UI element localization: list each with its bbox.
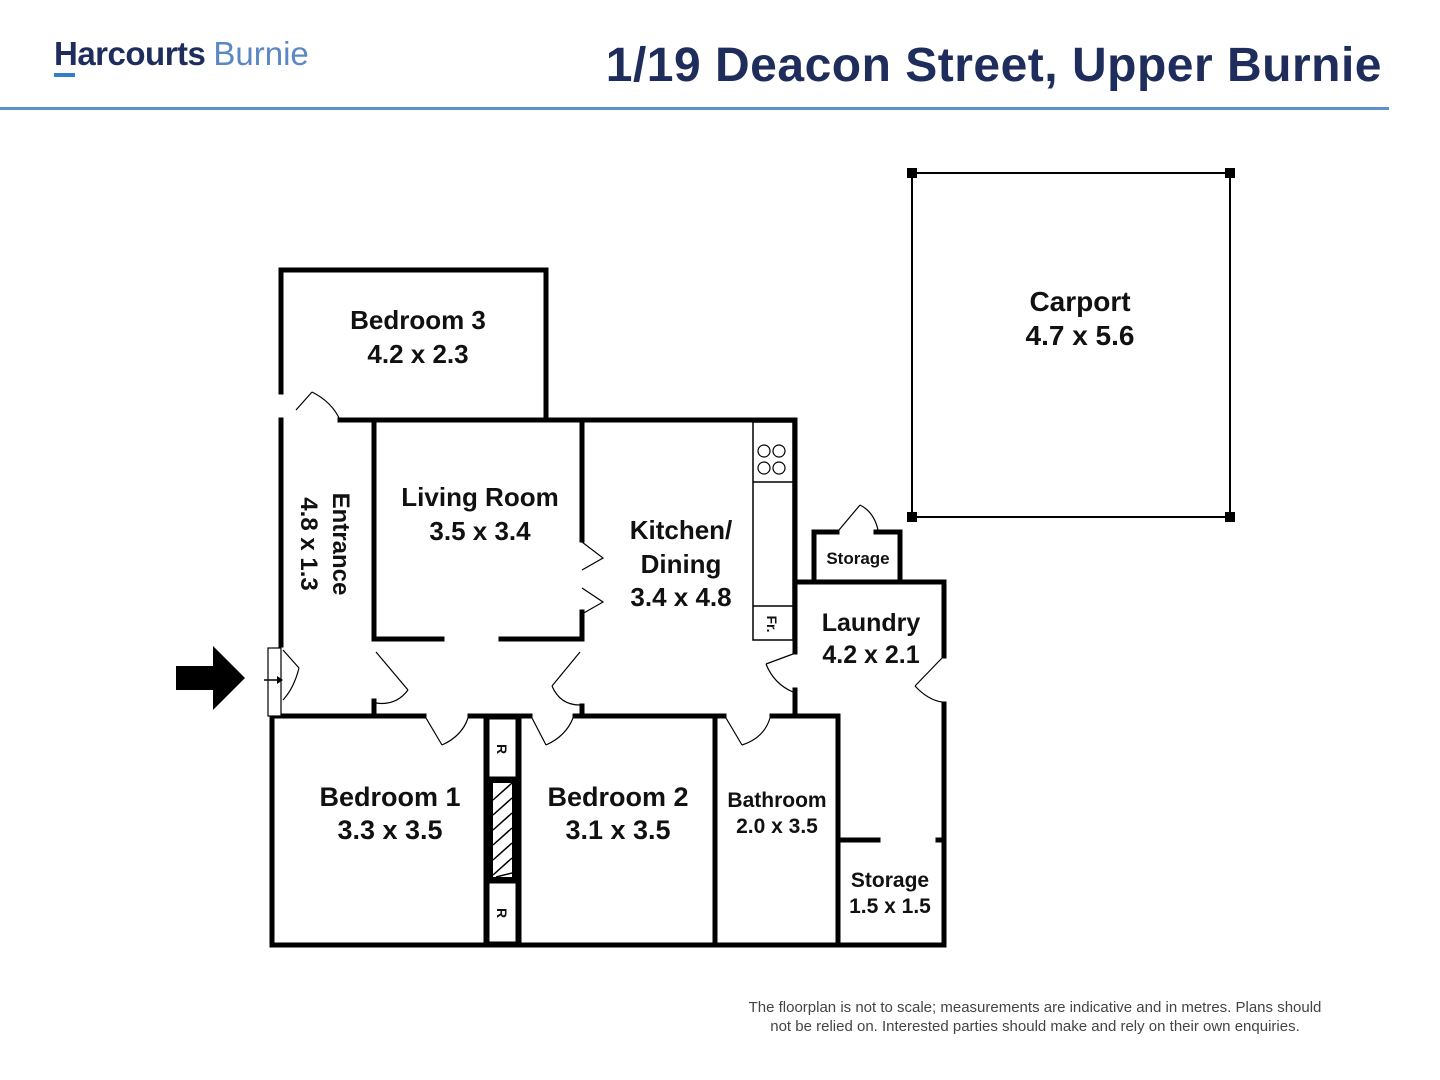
entry-arrow-icon	[176, 646, 245, 710]
entrance-size: 4.8 x 1.3	[295, 497, 322, 590]
entrance-name: Entrance	[327, 493, 354, 596]
bedroom1-name: Bedroom 1	[319, 782, 460, 812]
living-name: Living Room	[401, 482, 558, 512]
kitchen-size: 3.4 x 4.8	[630, 582, 731, 612]
kitchen-name-2: Dining	[641, 549, 722, 579]
kitchen-name-1: Kitchen/	[630, 515, 733, 545]
disclaimer-line-1: The floorplan is not to scale; measureme…	[748, 999, 1322, 1016]
cooktop-icon	[757, 444, 786, 475]
storage-size: 1.5 x 1.5	[849, 895, 931, 918]
bathroom-name: Bathroom	[727, 789, 826, 812]
laundry-size: 4.2 x 2.1	[822, 641, 919, 669]
storage-small-name: Storage	[826, 549, 889, 568]
walls	[269, 267, 947, 948]
carport-size: 4.7 x 5.6	[1026, 320, 1135, 351]
storage-name: Storage	[851, 869, 929, 892]
carport-name: Carport	[1029, 286, 1130, 317]
bedroom2-name: Bedroom 2	[547, 782, 688, 812]
robe-fixture	[486, 716, 519, 945]
laundry-name: Laundry	[822, 609, 921, 637]
room-labels: Bedroom 3 4.2 x 2.3 Living Room 3.5 x 3.…	[295, 286, 1134, 918]
bathroom-size: 2.0 x 3.5	[736, 815, 818, 838]
fixture-labels: R R Fr.	[494, 615, 780, 918]
front-door	[264, 647, 283, 717]
bedroom3-size: 4.2 x 2.3	[367, 339, 468, 369]
page-title: 1/19 Deacon Street, Upper Burnie	[605, 39, 1382, 92]
header-divider	[0, 107, 1389, 110]
fridge-label: Fr.	[764, 615, 780, 632]
disclaimer: The floorplan is not to scale; measureme…	[690, 998, 1380, 1036]
robe-label-bottom: R	[494, 908, 510, 918]
logo-underline	[54, 73, 75, 77]
kitchen-bench	[752, 421, 794, 641]
logo-brand: Harcourts	[54, 35, 206, 72]
logo-office: Burnie	[213, 35, 309, 72]
doors	[282, 391, 943, 746]
bedroom2-size: 3.1 x 3.5	[565, 815, 670, 845]
living-size: 3.5 x 3.4	[429, 516, 531, 546]
carport-outline	[907, 168, 1235, 522]
bedroom1-size: 3.3 x 3.5	[337, 815, 442, 845]
robe-label-top: R	[494, 744, 510, 754]
bedroom3-name: Bedroom 3	[350, 305, 486, 335]
disclaimer-line-2: not be relied on. Interested parties sho…	[770, 1018, 1300, 1035]
